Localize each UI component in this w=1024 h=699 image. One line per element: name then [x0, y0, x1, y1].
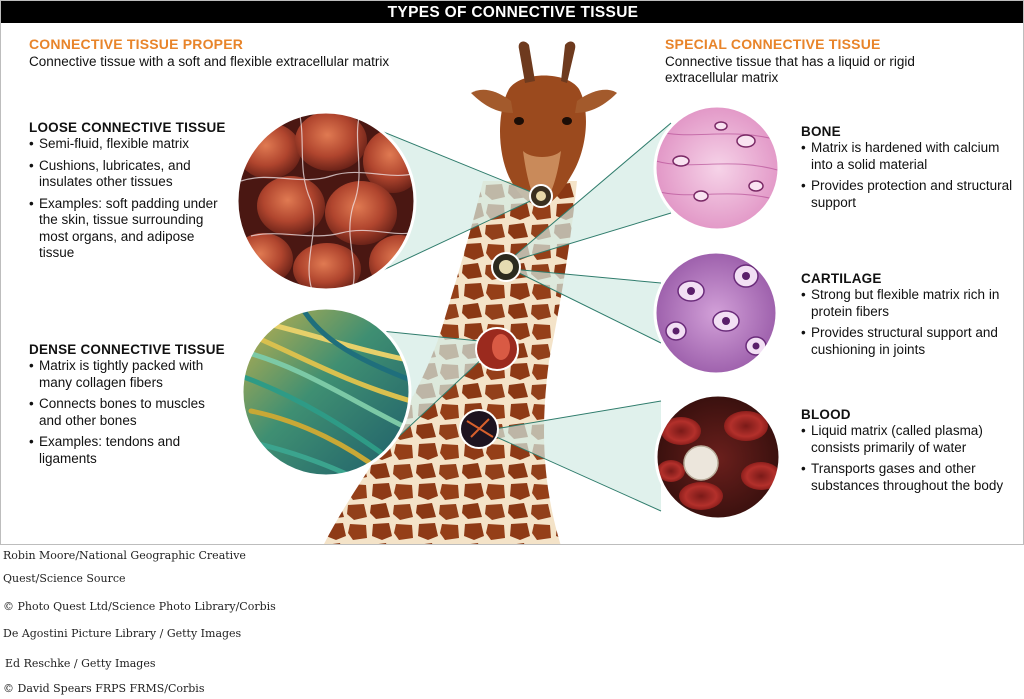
- cartilage-bullet: Provides structural support and cushioni…: [801, 325, 1016, 358]
- bone-micrograph: [655, 106, 779, 230]
- proper-description: Connective tissue with a soft and flexib…: [29, 54, 390, 69]
- callout-blood: [483, 401, 661, 511]
- credit-line: Quest/Science Source: [3, 572, 126, 585]
- dense-bullet: Examples: tendons and ligaments: [29, 434, 229, 467]
- loose-bullets: Semi-fluid, flexible matrix Cushions, lu…: [29, 136, 229, 267]
- blood-micrograph: [656, 395, 780, 519]
- page-title: TYPES OF CONNECTIVE TISSUE: [387, 4, 639, 21]
- giraffe-horn-right: [561, 41, 576, 83]
- blood-bullet: Transports gases and other substances th…: [801, 461, 1016, 494]
- giraffe-horn-left: [518, 41, 535, 83]
- blood-title: BLOOD: [801, 407, 851, 422]
- bone-bullet: Provides protection and structural suppo…: [801, 178, 1016, 211]
- cartilage-micrograph: [655, 252, 777, 374]
- credit-line: De Agostini Picture Library / Getty Imag…: [3, 627, 242, 640]
- loose-bullet: Cushions, lubricates, and insulates othe…: [29, 158, 229, 191]
- dense-title: DENSE CONNECTIVE TISSUE: [29, 342, 225, 357]
- blood-bullets: Liquid matrix (called plasma) consists p…: [801, 423, 1016, 499]
- credit-line: Ed Reschke / Getty Images: [5, 657, 156, 670]
- dense-bullet: Connects bones to muscles and other bone…: [29, 396, 229, 429]
- loose-tissue-micrograph: [237, 112, 415, 290]
- infographic-panel: TYPES OF CONNECTIVE TISSUE: [0, 0, 1024, 545]
- loose-bullet: Semi-fluid, flexible matrix: [29, 136, 229, 153]
- special-description: Connective tissue that has a liquid or r…: [665, 54, 915, 85]
- cartilage-bullets: Strong but flexible matrix rich in prote…: [801, 287, 1016, 363]
- credit-line: Robin Moore/National Geographic Creative: [3, 549, 246, 562]
- dense-bullets: Matrix is tightly packed with many colla…: [29, 358, 229, 472]
- bone-title: BONE: [801, 124, 841, 139]
- giraffe-head: [500, 75, 586, 206]
- proper-heading: CONNECTIVE TISSUE PROPER: [29, 36, 244, 52]
- white-blood-cell: [683, 445, 719, 481]
- cartilage-bullet: Strong but flexible matrix rich in prote…: [801, 287, 1016, 320]
- loose-title: LOOSE CONNECTIVE TISSUE: [29, 120, 226, 135]
- loose-bullet: Examples: soft padding under the skin, t…: [29, 196, 229, 262]
- blood-bullet: Liquid matrix (called plasma) consists p…: [801, 423, 1016, 456]
- bone-bullet: Matrix is hardened with calcium into a s…: [801, 140, 1016, 173]
- dense-bullet: Matrix is tightly packed with many colla…: [29, 358, 229, 391]
- credit-line: © David Spears FRPS FRMS/Corbis: [3, 682, 205, 695]
- special-heading: SPECIAL CONNECTIVE TISSUE: [665, 36, 881, 52]
- cartilage-title: CARTILAGE: [801, 271, 882, 286]
- giraffe-ear-left: [471, 89, 513, 113]
- giraffe-illustration: [235, 41, 782, 544]
- dense-tissue-micrograph: [242, 308, 410, 476]
- bone-bullets: Matrix is hardened with calcium into a s…: [801, 140, 1016, 216]
- callout-dense: [381, 331, 499, 453]
- callout-loose: [381, 131, 541, 271]
- credit-line: © Photo Quest Ltd/Science Photo Library/…: [3, 600, 276, 613]
- giraffe-ear-right: [575, 89, 617, 113]
- title-bar: TYPES OF CONNECTIVE TISSUE: [1, 1, 1023, 23]
